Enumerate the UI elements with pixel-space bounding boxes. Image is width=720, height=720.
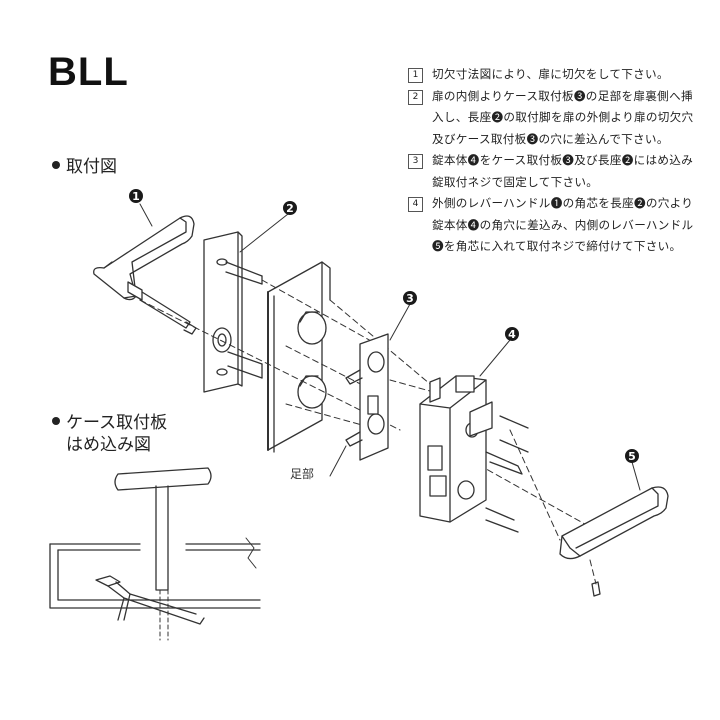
step-number: 4 [408,197,423,212]
foot-pointer [329,445,347,477]
step-number: 2 [408,89,423,105]
step-text: 錠本体❹をケース取付板❸及び長座❷にはめ込み錠取付ネジで固定して下さい。 [432,153,694,189]
foot-label: 足部 [290,467,315,481]
door-panel [267,261,331,453]
inner-lever-handle [559,486,669,597]
case-mounting-plate [345,333,389,461]
step-text: 外側のレバーハンドル❶の角芯を長座❷の穴より錠本体❹の角穴に差込み、内側のレバー… [432,196,694,253]
step-1: 1 切欠寸法図により、扉に切欠をして下さい。 [408,64,698,86]
outer-lever-handle [93,215,197,335]
lock-body [419,375,529,533]
case-plate-heading: ケース取付板 はめ込み図 [52,412,167,456]
callout-markers: 1 2 3 4 5 [129,189,639,463]
install-diagram-heading: 取付図 [52,152,117,177]
bullet-icon [52,417,60,425]
bullet-icon [52,161,60,169]
callout-3: 3 [406,292,414,305]
step-number: 1 [408,68,423,83]
long-plate [203,231,263,393]
case-plate-inset [49,467,261,641]
callout-5: 5 [628,450,636,463]
step-text: 扉の内側よりケース取付板❸の足部を扉裏側へ挿入し、長座❷の取付脚を扉の外側より扉… [432,88,694,146]
product-title: BLL [48,50,129,94]
instruction-steps: 1 切欠寸法図により、扉に切欠をして下さい。 2 扉の内側よりケース取付板❸の足… [408,64,698,258]
case-plate-label-line1: ケース取付板 [66,413,168,433]
step-number: 3 [408,154,423,169]
callout-leaders [139,203,641,491]
callout-4: 4 [508,328,516,341]
case-plate-label-line2: はめ込み図 [66,435,151,455]
step-4: 4 外側のレバーハンドル❶の角芯を長座❷の穴より錠本体❹の角穴に差込み、内側のレ… [408,193,698,258]
step-text: 切欠寸法図により、扉に切欠をして下さい。 [432,67,669,81]
install-diagram-label: 取付図 [66,157,117,177]
step-3: 3 錠本体❹をケース取付板❸及び長座❷にはめ込み錠取付ネジで固定して下さい。 [408,150,698,193]
callout-2: 2 [286,202,294,215]
step-2: 2 扉の内側よりケース取付板❸の足部を扉裏側へ挿入し、長座❷の取付脚を扉の外側よ… [408,86,698,151]
callout-1: 1 [132,190,140,203]
